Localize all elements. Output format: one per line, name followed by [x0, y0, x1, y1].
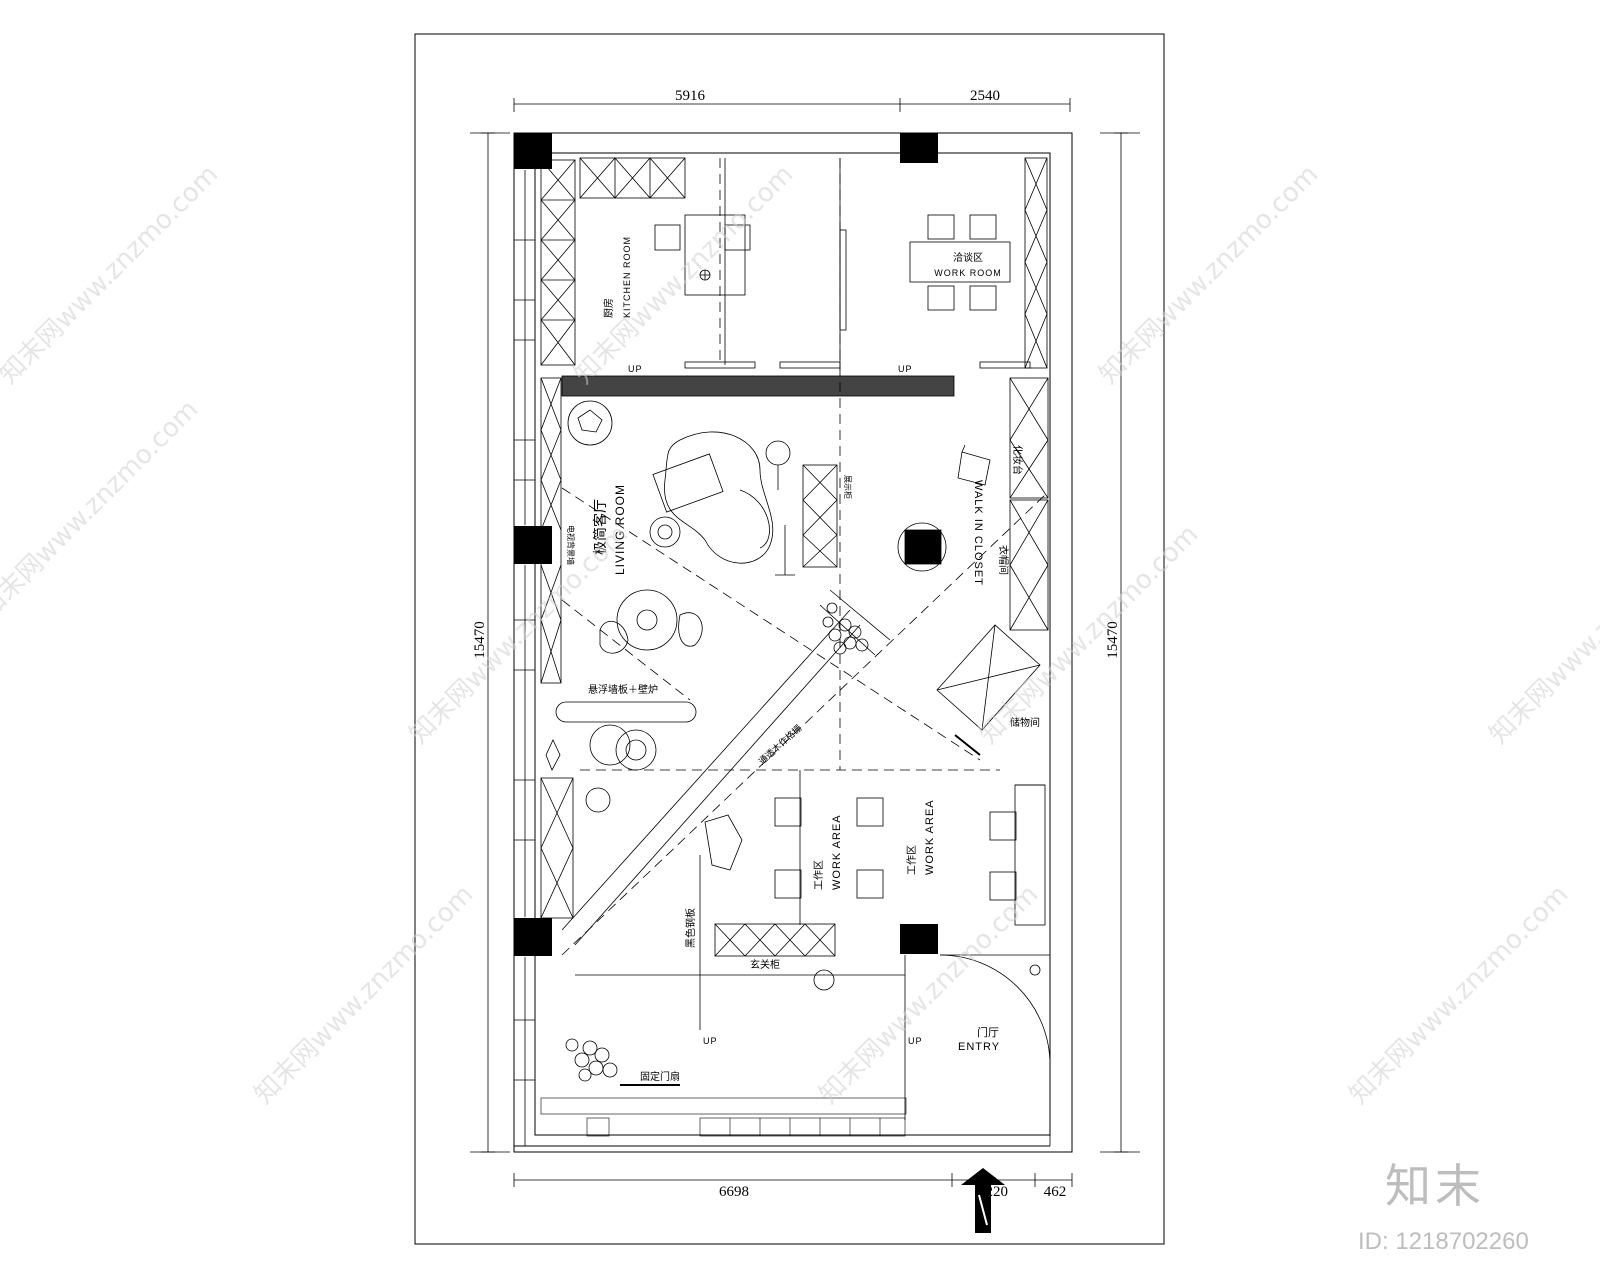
lounge-chair: [704, 814, 743, 871]
closet-furniture: [897, 444, 991, 572]
dim-bottom-right: 462: [1044, 1184, 1067, 1200]
tv-wall-note: 电视背景墙: [566, 525, 576, 565]
floating-wall-note: 悬浮墙板＋壁炉: [588, 683, 658, 696]
dim-bottom-left: 6698: [719, 1184, 749, 1200]
dim-left: 15470: [472, 621, 488, 659]
brand-logo: 知末: [1385, 1159, 1485, 1213]
dimension-lines: [470, 98, 1140, 1187]
watermark-7: 知末网www.znzmo.com: [1484, 519, 1600, 750]
entry-cabinet: [575, 855, 905, 1030]
watermark-10: 知末网www.znzmo.com: [1344, 879, 1575, 1110]
watermark-3: 知末网www.znzmo.com: [1094, 159, 1325, 390]
up-marker-4: UP: [908, 1036, 923, 1046]
meeting-table: [909, 214, 1031, 369]
fireplace: [545, 701, 697, 813]
dim-right: 15470: [1105, 621, 1121, 659]
columns: [514, 133, 938, 956]
watermark-1: 知末网www.znzmo.com: [0, 159, 224, 390]
living-label-en: LIVING ROOM: [613, 484, 627, 575]
dashed-lines: [561, 158, 1046, 956]
work-area-1-cn: 工作区: [813, 860, 825, 890]
gravel-strip: [540, 1097, 907, 1137]
watermark-4: 知末网www.znzmo.com: [0, 394, 204, 625]
dim-top-right: 2540: [970, 88, 1000, 104]
entry-cabinet-note: 玄关柜: [750, 958, 780, 971]
work-area-2-cn: 工作区: [906, 845, 918, 875]
work-room-label-en: WORK ROOM: [934, 268, 1002, 278]
vanity-label: 化妆台: [1011, 445, 1024, 475]
storage-label: 储物间: [1010, 716, 1040, 729]
watermark-2: 知末网www.znzmo.com: [569, 159, 800, 390]
up-marker-3: UP: [703, 1036, 718, 1046]
wood-grille: [561, 589, 891, 946]
kitchen-label-en: KITCHEN ROOM: [622, 236, 632, 318]
kitchen-label-cn: 厨房: [602, 298, 615, 318]
closet-label-cn: 衣帽间: [997, 545, 1010, 575]
closet-label-en: WALK IN CLOSET: [972, 480, 984, 586]
entry-label-cn: 门厅: [977, 1025, 999, 1039]
image-id: ID: 1218702260: [1358, 1228, 1529, 1255]
north-arrow-icon: [961, 1168, 1005, 1233]
dim-top-left: 5916: [675, 88, 706, 104]
entry-label-en: ENTRY: [958, 1041, 1000, 1053]
fixed-door-note: 固定门扇: [640, 1070, 680, 1083]
cabinets-right: [936, 157, 1049, 731]
black-steel-note: 黑色钢板: [684, 908, 697, 948]
living-furniture: [567, 400, 838, 654]
display-note: 展示柜: [843, 475, 853, 499]
up-marker-2: UP: [898, 364, 913, 374]
entry-door: [904, 954, 1051, 1146]
plant-1: [822, 602, 869, 655]
living-label-cn: 极简客厅: [592, 499, 609, 555]
exterior-walls: [513, 132, 1073, 1153]
work-room-label-cn: 洽谈区: [953, 251, 983, 264]
hatched-wall: [561, 375, 955, 397]
grille-mark: [954, 734, 981, 756]
windows-left: [514, 170, 535, 1146]
plant-2: [565, 1038, 618, 1082]
work-area-1-en: WORK AREA: [831, 814, 843, 890]
work-area-2-en: WORK AREA: [924, 799, 936, 875]
drawing-frame: [414, 33, 1165, 1245]
watermark-9: 知末网www.znzmo.com: [814, 879, 1045, 1110]
work-chairs: [774, 770, 1046, 926]
cabinets-left: [540, 159, 576, 919]
watermark-8: 知末网www.znzmo.com: [249, 879, 480, 1110]
up-marker-1: UP: [628, 364, 643, 374]
wood-grille-note: 通透木作格栅: [756, 722, 804, 767]
kitchen-upper-cabinets: [579, 157, 686, 199]
